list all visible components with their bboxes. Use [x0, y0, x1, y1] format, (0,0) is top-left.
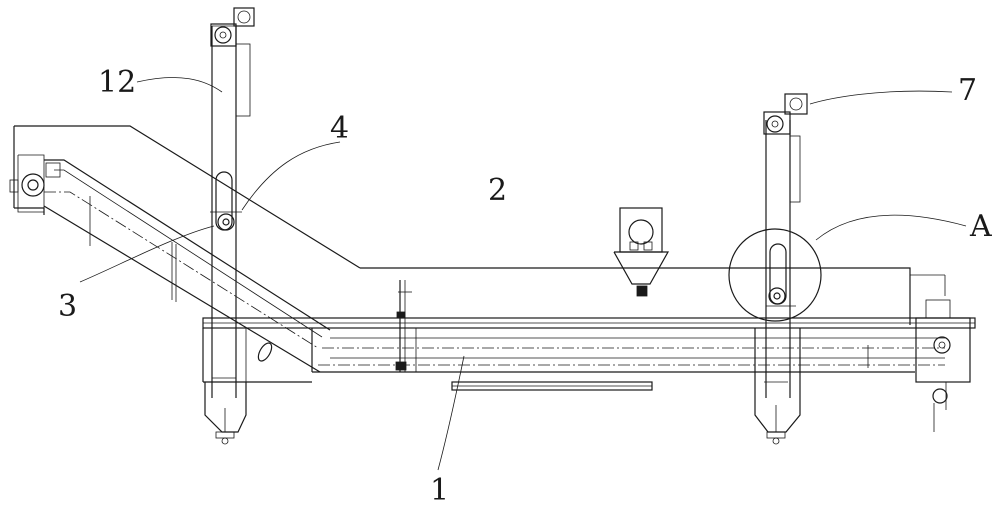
- label-7: 7: [958, 73, 977, 108]
- left-leg: [204, 382, 247, 445]
- inclined-conveyor: [13, 125, 361, 373]
- right-lift-frame: [765, 120, 801, 398]
- part-labels: 12 4 2 3 7 A 1: [58, 65, 992, 508]
- label-3: 3: [58, 289, 77, 324]
- left-lift-frame: [210, 25, 251, 398]
- drive-wheel-left: [9, 162, 61, 197]
- nozzle-left: [257, 342, 273, 362]
- valve-left: [395, 280, 412, 372]
- detail-circle-a: [728, 228, 822, 322]
- motor-top-right: [763, 93, 808, 135]
- leader-lines: [79, 77, 967, 471]
- bottom-drain-pipe: [451, 381, 653, 391]
- drive-right-end: [915, 299, 971, 432]
- label-12: 12: [98, 65, 136, 100]
- label-1: 1: [430, 473, 449, 508]
- tank-body: [202, 267, 976, 383]
- label-a: A: [969, 209, 992, 244]
- label-4: 4: [330, 111, 349, 146]
- motor-top-left: [210, 7, 255, 47]
- label-2: 2: [488, 173, 507, 208]
- conveyor-belt-main: [318, 328, 945, 372]
- right-leg: [754, 328, 801, 445]
- top-hopper: [613, 207, 670, 297]
